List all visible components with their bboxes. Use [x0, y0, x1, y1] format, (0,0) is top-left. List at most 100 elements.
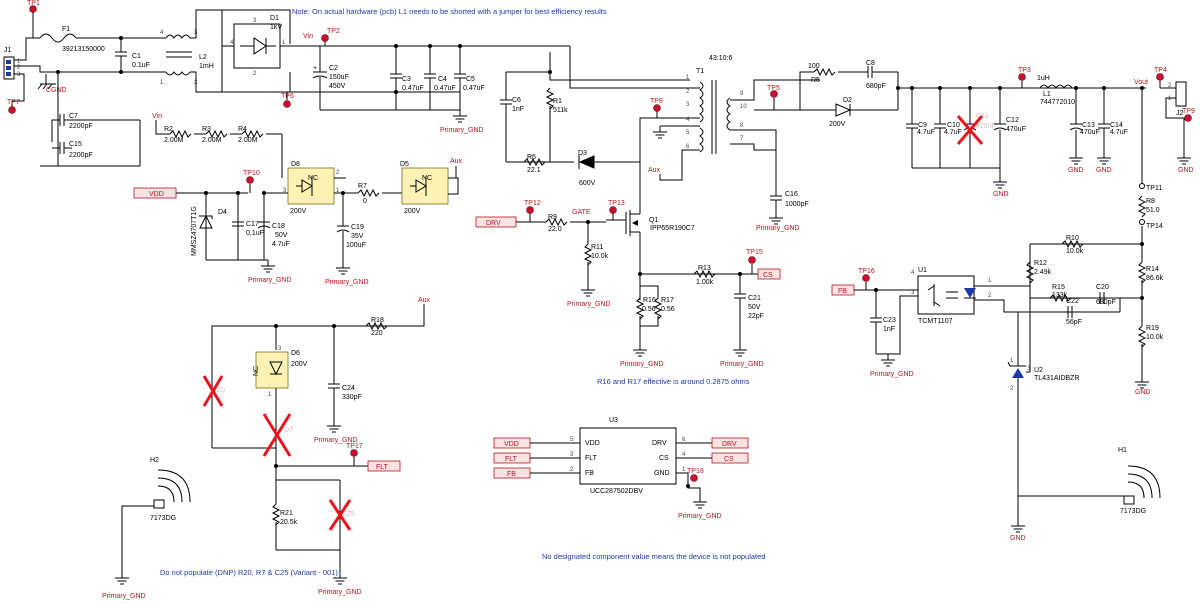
- svg-text:200V: 200V: [829, 121, 846, 128]
- capacitor-c9: C94.7uF: [906, 88, 935, 168]
- tp13[interactable]: [609, 206, 617, 214]
- svg-text:1mH: 1mH: [199, 63, 214, 70]
- svg-text:511k: 511k: [553, 107, 568, 114]
- svg-text:50V: 50V: [275, 232, 288, 239]
- svg-text:9: 9: [740, 91, 744, 97]
- svg-text:VDD: VDD: [585, 440, 600, 447]
- tp10[interactable]: [246, 176, 254, 184]
- svg-text:2: 2: [988, 293, 992, 299]
- svg-text:T1: T1: [696, 68, 704, 75]
- tp12[interactable]: [526, 206, 534, 214]
- svg-text:NC: NC: [422, 175, 432, 182]
- svg-text:22.0: 22.0: [548, 226, 562, 233]
- capacitor-c4: C40.47uF: [424, 46, 456, 110]
- svg-text:7: 7: [740, 136, 744, 142]
- svg-text:TCMT1107: TCMT1107: [918, 318, 953, 325]
- svg-text:2.49k: 2.49k: [1034, 269, 1052, 276]
- svg-text:R13: R13: [698, 265, 711, 272]
- svg-text:3: 3: [570, 452, 574, 458]
- tp3[interactable]: [1018, 73, 1026, 81]
- svg-text:0.47uF: 0.47uF: [434, 85, 456, 92]
- svg-text:4.7uF: 4.7uF: [917, 129, 935, 136]
- svg-text:FB: FB: [507, 471, 516, 478]
- svg-text:C23: C23: [883, 317, 896, 324]
- tp9-label: TP9: [1182, 108, 1195, 115]
- note-l1-jumper: Note: On actual hardware (pcb) L1 needs …: [292, 7, 607, 16]
- svg-text:1: 1: [988, 278, 992, 284]
- svg-text:200V: 200V: [290, 208, 307, 215]
- svg-text:450V: 450V: [329, 83, 346, 90]
- svg-text:C3: C3: [402, 76, 411, 83]
- svg-text:1: 1: [282, 40, 286, 46]
- svg-text:2: 2: [17, 65, 21, 71]
- svg-text:39213150000: 39213150000: [62, 46, 105, 53]
- svg-text:DRV: DRV: [486, 220, 501, 227]
- pgnd-label-6: Primary_GND: [720, 361, 764, 368]
- pgnd-label-3: Primary_GND: [325, 279, 369, 286]
- tp9[interactable]: [1184, 114, 1192, 122]
- svg-text:C6: C6: [512, 97, 521, 104]
- svg-text:4: 4: [686, 117, 690, 123]
- tp5[interactable]: [770, 90, 778, 98]
- tp3-label: TP3: [1018, 67, 1031, 74]
- svg-text:1.00k: 1.00k: [696, 279, 714, 286]
- aux-flag-3: Aux: [418, 297, 431, 304]
- tp15[interactable]: [748, 256, 756, 264]
- resistor-r13: R13 1.00k: [693, 265, 716, 286]
- tp18[interactable]: [690, 474, 698, 482]
- controller-u3: U3 UCC287502DBV VDD FLT FB DRV CS GND 53…: [570, 417, 686, 495]
- svg-text:CS: CS: [763, 272, 773, 279]
- svg-text:1uH: 1uH: [1037, 75, 1050, 82]
- tp4[interactable]: [1156, 73, 1164, 81]
- svg-text:200V: 200V: [291, 361, 308, 368]
- svg-text:H2: H2: [150, 457, 159, 464]
- svg-text:0.47uF: 0.47uF: [463, 85, 485, 92]
- tp13-label: TP13: [608, 200, 625, 207]
- tp2[interactable]: [321, 34, 329, 42]
- svg-text:C18: C18: [272, 223, 285, 230]
- svg-text:MMSZ4707T1G: MMSZ4707T1G: [191, 206, 198, 256]
- tp1-label: TP1: [27, 0, 40, 7]
- svg-text:R3: R3: [202, 126, 211, 133]
- gnd-label-6: GND: [1010, 535, 1026, 542]
- diode-d7-dnp: D7: [262, 413, 293, 457]
- tp2-label: TP2: [327, 28, 340, 35]
- svg-text:0.47uF: 0.47uF: [402, 85, 424, 92]
- pgnd-label-12: Primary_GND: [678, 513, 722, 520]
- svg-text:R19: R19: [1146, 325, 1159, 332]
- pgnd-label-4: Primary_GND: [567, 301, 611, 308]
- svg-text:C9: C9: [918, 122, 927, 129]
- svg-text:680pF: 680pF: [1096, 299, 1116, 306]
- aux-flag-2: Aux: [648, 167, 661, 174]
- tp6[interactable]: [283, 100, 291, 108]
- tp7[interactable]: [8, 106, 16, 114]
- tp8[interactable]: [653, 104, 661, 112]
- svg-text:GND: GND: [654, 470, 670, 477]
- svg-text:1000pF: 1000pF: [785, 201, 809, 208]
- tp17[interactable]: [350, 449, 358, 457]
- svg-text:CS: CS: [659, 455, 669, 462]
- vdd-port-label: VDD: [149, 191, 164, 198]
- svg-text:3: 3: [283, 188, 287, 194]
- tp4-label: TP4: [1154, 67, 1167, 74]
- tp16[interactable]: [862, 274, 870, 282]
- svg-text:FB: FB: [838, 288, 847, 295]
- j2-connector: J2 21: [1168, 81, 1187, 117]
- svg-text:FLT: FLT: [585, 455, 598, 462]
- svg-text:0.56: 0.56: [642, 306, 656, 313]
- svg-text:R15: R15: [1052, 284, 1065, 291]
- svg-text:4: 4: [682, 452, 686, 458]
- svg-text:20.5k: 20.5k: [280, 519, 298, 526]
- svg-text:U3: U3: [609, 417, 618, 424]
